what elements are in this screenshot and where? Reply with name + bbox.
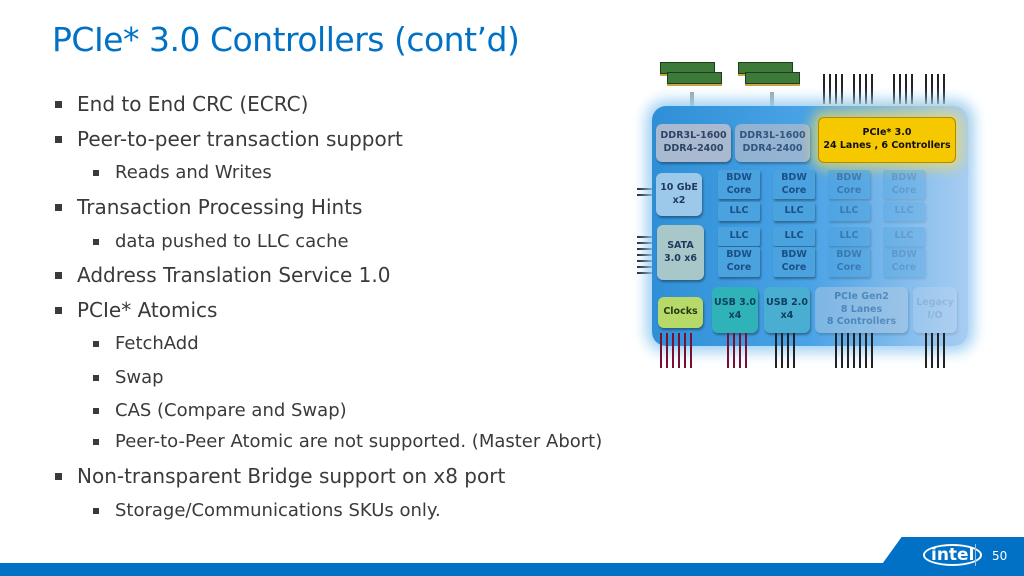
io-arrow <box>637 242 657 244</box>
memory-module-icon <box>667 72 722 84</box>
sub-bullet: data pushed to LLC cache <box>93 231 349 252</box>
llc-block: LLC <box>883 202 925 221</box>
io-arrow <box>841 333 843 368</box>
io-arrow <box>775 333 777 368</box>
io-arrow <box>660 333 662 368</box>
io-arrow <box>931 333 933 368</box>
intel-logo: intel <box>923 544 983 566</box>
bullet: PCIe* Atomics <box>54 298 218 322</box>
io-arrow <box>899 74 901 104</box>
slide-title: PCIe* 3.0 Controllers (cont’d) <box>52 20 520 59</box>
io-arrow <box>835 74 837 104</box>
io-arrow <box>678 333 680 368</box>
io-arrow <box>841 74 843 104</box>
io-arrow <box>637 266 657 268</box>
io-arrow <box>865 74 867 104</box>
io-arrow <box>871 333 873 368</box>
footer-divider <box>975 544 976 566</box>
clocks-block: Clocks <box>658 297 703 328</box>
sub-bullet: Peer-to-Peer Atomic are not supported. (… <box>92 431 603 452</box>
io-arrow <box>865 333 867 368</box>
io-arrow <box>937 74 939 104</box>
page-number: 50 <box>992 549 1008 563</box>
llc-block: LLC <box>718 202 760 221</box>
io-arrow <box>637 254 657 256</box>
sub-bullet: Storage/Communications SKUs only. <box>93 500 441 521</box>
io-arrow <box>905 74 907 104</box>
io-arrow <box>727 333 729 368</box>
io-arrow <box>733 333 735 368</box>
llc-block: LLC <box>883 227 925 246</box>
io-arrow <box>781 333 783 368</box>
io-arrow <box>672 333 674 368</box>
io-arrow <box>637 188 657 190</box>
llc-block: LLC <box>718 227 760 246</box>
io-arrow <box>637 194 657 196</box>
io-arrow <box>829 74 831 104</box>
io-arrow <box>787 333 789 368</box>
io-arrow <box>853 333 855 368</box>
io-arrow <box>943 74 945 104</box>
memory-module-icon <box>745 72 800 84</box>
bullet: End to End CRC (ECRC) <box>54 92 309 116</box>
sub-bullet: Reads and Writes <box>93 162 272 183</box>
sub-bullet: FetchAdd <box>93 333 199 354</box>
io-arrow <box>859 74 861 104</box>
io-arrow <box>853 74 855 104</box>
io-arrow <box>931 74 933 104</box>
bullet: Non-transparent Bridge support on x8 por… <box>54 464 506 488</box>
io-arrow <box>684 333 686 368</box>
io-arrow <box>893 74 895 104</box>
io-arrow <box>745 333 747 368</box>
io-arrow <box>937 333 939 368</box>
io-arrow <box>943 333 945 368</box>
llc-block: LLC <box>828 202 870 221</box>
io-arrow <box>690 333 692 368</box>
io-arrow <box>925 333 927 368</box>
io-arrow <box>666 333 668 368</box>
io-arrow <box>823 74 825 104</box>
io-arrow <box>637 272 657 274</box>
sub-bullet: CAS (Compare and Swap) <box>93 400 347 421</box>
io-arrow <box>859 333 861 368</box>
io-arrow <box>793 333 795 368</box>
bullet: Address Translation Service 1.0 <box>54 263 391 287</box>
footer-bar <box>0 563 1024 576</box>
io-arrow <box>835 333 837 368</box>
llc-block: LLC <box>773 227 815 246</box>
sub-bullet: Swap <box>93 367 164 388</box>
io-arrow <box>847 333 849 368</box>
io-arrow <box>739 333 741 368</box>
io-arrow <box>871 74 873 104</box>
io-arrow <box>637 248 657 250</box>
io-arrow <box>911 74 913 104</box>
io-arrow <box>637 236 657 238</box>
llc-block: LLC <box>773 202 815 221</box>
llc-block: LLC <box>828 227 870 246</box>
io-arrow <box>925 74 927 104</box>
bullet: Transaction Processing Hints <box>54 195 363 219</box>
bullet: Peer-to-peer transaction support <box>55 127 403 151</box>
io-arrow <box>637 260 657 262</box>
